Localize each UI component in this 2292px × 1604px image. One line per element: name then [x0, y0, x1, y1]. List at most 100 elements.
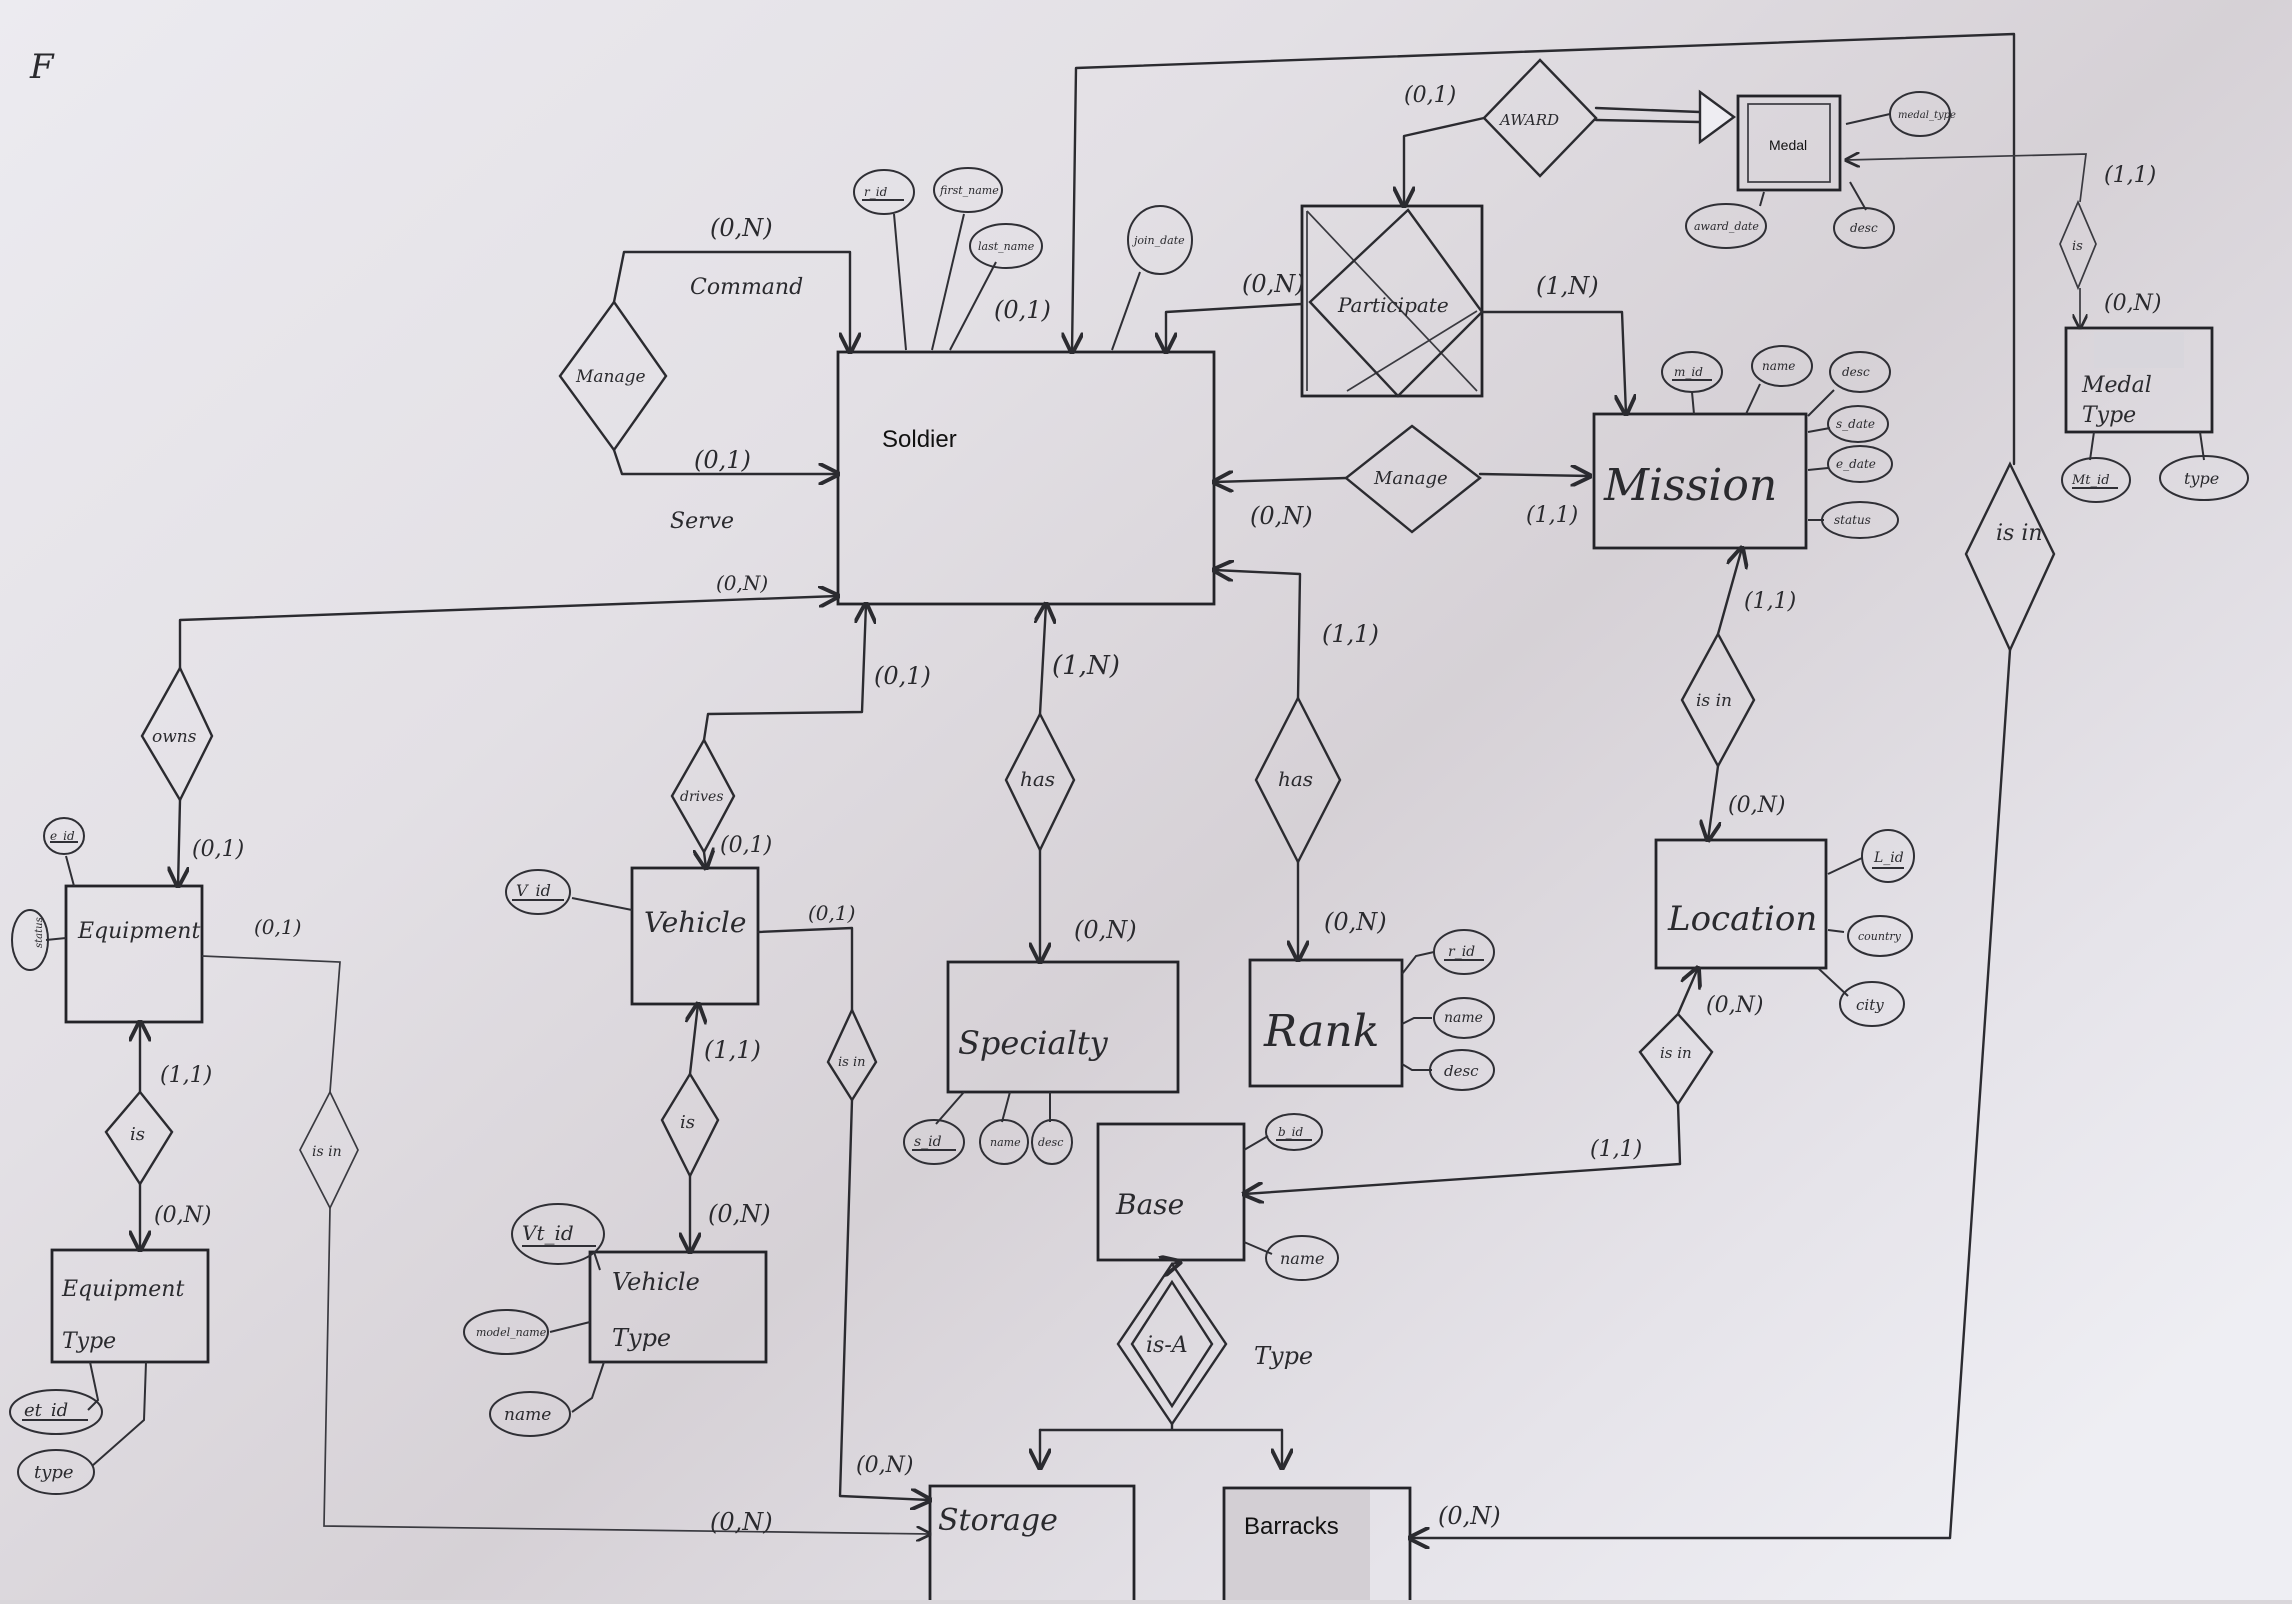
card-has-rank-soldier: (1,1) [1322, 620, 1379, 648]
relationship-drives-label: drives [680, 789, 724, 805]
entity-storage[interactable]: Storage [928, 1484, 1136, 1600]
card-medal-type: (0,N) [2104, 291, 2161, 316]
entity-equipment-type-label-1: Equipment [61, 1277, 184, 1302]
card-drives-vehicle: (0,1) [720, 833, 772, 858]
entity-location[interactable]: Location [1654, 838, 1828, 970]
card-mission-isin: (1,1) [1744, 589, 1796, 614]
attribute-medal-type-type: type [2159, 431, 2249, 501]
svg-text:name: name [1280, 1249, 1324, 1268]
entity-vehicle-type[interactable]: Vehicle Type [588, 1250, 768, 1364]
relationship-has-rank-label: has [1278, 767, 1313, 791]
relationship-is-in-medal-label: is in [1996, 521, 2043, 546]
card-participate-left: (0,N) [1242, 270, 1305, 298]
entity-vehicle-label: Vehicle [644, 906, 746, 939]
relationship-is-in-mission-label: is in [1696, 691, 1732, 711]
attribute-rank-name: name [1401, 997, 1495, 1039]
attribute-soldier-first-name: first_name [931, 167, 1003, 351]
svg-text:medal_type: medal_type [1898, 110, 1956, 121]
entity-soldier-label: Soldier [882, 426, 957, 453]
entity-medal-type-label-2: Type [2082, 403, 2136, 428]
entity-specialty[interactable]: Specialty [946, 960, 1180, 1094]
entity-equipment[interactable]: Equipment [64, 884, 204, 1024]
svg-text:s_date: s_date [1836, 417, 1875, 431]
entity-barracks[interactable]: Barracks [1222, 1486, 1412, 1600]
relationship-owns-label: owns [152, 727, 197, 747]
entity-participate[interactable]: Participate [1300, 204, 1484, 398]
entity-storage-label: Storage [938, 1503, 1058, 1538]
cardinality-labels: (0,N) (0,1) (0,1) (0,1) (0,N) (1,N) (1,1… [154, 83, 2161, 1536]
svg-text:r_id: r_id [1448, 944, 1475, 960]
attribute-mission-id: m_id [1661, 351, 1723, 415]
card-command: (0,N) [710, 214, 773, 242]
relationship-manage-mission-label: Manage [1373, 468, 1448, 489]
card-participate-right: (1,N) [1536, 272, 1599, 300]
card-vehicle-is: (1,1) [704, 1036, 761, 1064]
entity-participate-label: Participate [1337, 293, 1449, 317]
svg-text:desc: desc [1842, 365, 1870, 379]
attribute-soldier-last-name: last_name [949, 223, 1043, 351]
svg-text:first_name: first_name [939, 184, 999, 197]
card-location-base: (0,N) [1706, 993, 1763, 1018]
label-serve: Serve [670, 509, 734, 534]
svg-text:status: status [34, 917, 45, 948]
entity-equipment-type-label-2: Type [62, 1329, 116, 1354]
relationship-is-vehicle-label: is [680, 1112, 695, 1133]
entity-location-label: Location [1667, 899, 1817, 939]
entity-rank-label: Rank [1263, 1006, 1379, 1057]
svg-text:name: name [990, 1136, 1021, 1149]
card-equipment-is: (1,1) [160, 1063, 212, 1088]
card-storage-top: (0,N) [856, 1453, 913, 1478]
svg-text:desc: desc [1850, 221, 1878, 235]
entity-equipment-label: Equipment [77, 919, 200, 944]
attribute-location-city: city [1817, 967, 1905, 1027]
svg-text:last_name: last_name [978, 240, 1035, 253]
entity-barracks-label: Barracks [1244, 1513, 1339, 1540]
entity-medal-type[interactable]: Medal Type [2064, 326, 2214, 434]
attribute-location-country: country [1827, 915, 1913, 957]
relationship-award[interactable]: AWARD [1482, 58, 1598, 178]
card-has-rank-rank: (0,N) [1324, 908, 1387, 936]
attribute-mission-desc: desc [1807, 351, 1891, 417]
relationship-is-medal-type[interactable]: is [2059, 199, 2097, 291]
card-medal-right: (1,1) [2104, 163, 2156, 188]
svg-text:model_name: model_name [476, 1326, 547, 1339]
card-vehicle-right: (0,1) [808, 901, 855, 925]
svg-text:L_id: L_id [1873, 850, 1904, 866]
svg-text:type: type [34, 1462, 74, 1483]
attribute-soldier-join-date: join_date [1111, 205, 1193, 351]
attribute-specialty-desc: desc [1031, 1092, 1073, 1165]
card-location-isin: (0,N) [1728, 793, 1785, 818]
attribute-base-id: b_id [1243, 1113, 1323, 1151]
card-manage-soldier: (0,N) [1250, 502, 1313, 530]
relationship-is-equipment-label: is [130, 1124, 145, 1145]
card-owns-equipment: (0,1) [192, 837, 244, 862]
entity-vehicle-type-label-1: Vehicle [612, 1268, 700, 1296]
entity-specialty-label: Specialty [958, 1024, 1109, 1062]
entity-equipment-type[interactable]: Equipment Type [50, 1248, 210, 1364]
entity-medal[interactable]: Medal [1736, 94, 1842, 192]
attribute-mission-end-date: e_date [1807, 445, 1893, 483]
card-has-spec-specialty: (0,N) [1074, 916, 1137, 944]
relationship-is-in-equipment-label: is in [312, 1144, 342, 1160]
attribute-vehicle-type-id: Vt_id [511, 1203, 605, 1271]
svg-text:et_id: et_id [24, 1400, 68, 1421]
card-has-spec-soldier: (1,N) [1052, 651, 1120, 681]
svg-text:country: country [1858, 930, 1902, 943]
attribute-mission-start-date: s_date [1807, 405, 1889, 443]
svg-text:name: name [504, 1405, 551, 1425]
relationship-manage-self-label: Manage [575, 367, 646, 387]
card-manage-mission: (1,1) [1526, 503, 1578, 528]
entity-vehicle-type-label-2: Type [612, 1324, 671, 1352]
svg-text:city: city [1856, 996, 1884, 1014]
svg-text:status: status [1834, 513, 1871, 527]
entity-mission[interactable]: Mission [1592, 412, 1808, 550]
svg-text:desc: desc [1038, 1136, 1063, 1149]
relationship-manage-mission[interactable]: Manage [1344, 424, 1482, 534]
entity-rank[interactable]: Rank [1248, 958, 1404, 1088]
attribute-medal-type: medal_type [1845, 91, 1956, 137]
card-serve: (0,1) [694, 446, 751, 474]
relationship-is-in-vehicle-label: is in [838, 1055, 866, 1070]
relationship-is-a-label: is-A [1146, 1333, 1188, 1358]
attribute-medal-desc: desc [1833, 181, 1895, 249]
svg-text:m_id: m_id [1674, 365, 1703, 379]
